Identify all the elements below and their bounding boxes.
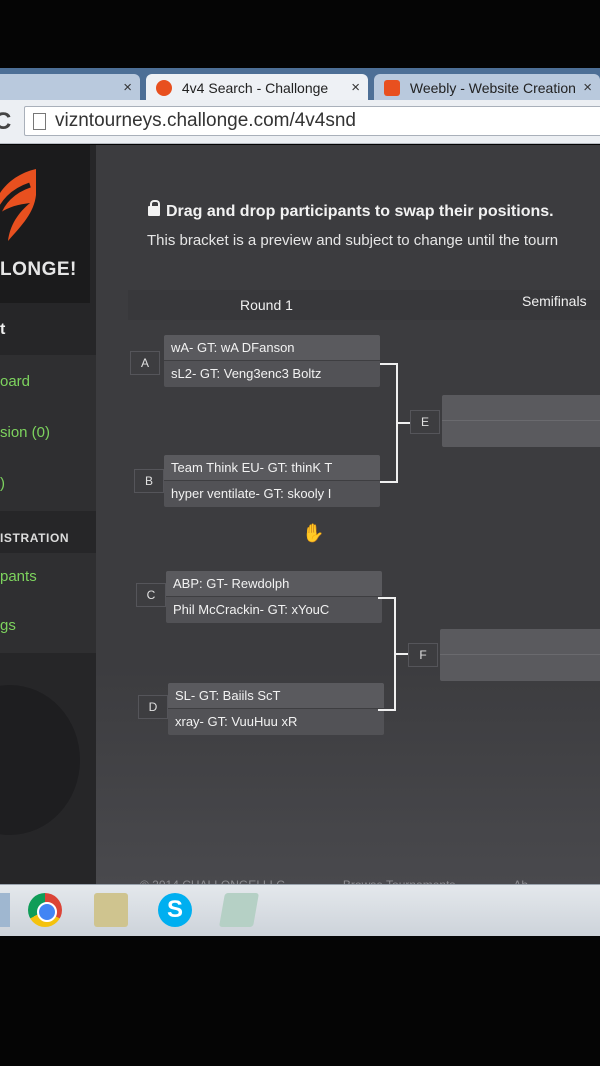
- bracket-connector: [396, 653, 410, 655]
- page-icon: [33, 113, 46, 130]
- sidebar-item-discussion[interactable]: sion (0): [0, 424, 51, 441]
- challonge-favicon-icon: [156, 80, 172, 96]
- participant-slot[interactable]: [440, 655, 600, 681]
- close-tab-icon[interactable]: ×: [123, 79, 132, 96]
- match-f: [440, 629, 600, 681]
- url-text: vizntourneys.challonge.com/4v4snd: [55, 110, 357, 131]
- match-e-label: E: [410, 410, 440, 434]
- match-d-label: D: [138, 695, 168, 719]
- sidebar-item-other[interactable]: ): [0, 475, 5, 492]
- paint-icon[interactable]: [219, 893, 259, 927]
- folder-icon[interactable]: [94, 893, 128, 927]
- sidebar-item-participants[interactable]: pants: [0, 568, 37, 585]
- challonge-flame-icon: [0, 169, 36, 241]
- participant-slot[interactable]: hyper ventilate- GT: skooly I: [164, 481, 380, 507]
- tab-weebly[interactable]: Weebly - Website Creation ×: [374, 74, 600, 102]
- participant-slot[interactable]: Team Think EU- GT: thinK T: [164, 455, 380, 481]
- url-input[interactable]: vizntourneys.challonge.com/4v4snd: [24, 106, 600, 136]
- windows-taskbar: S: [0, 884, 600, 936]
- match-b-label: B: [134, 469, 164, 493]
- reload-icon[interactable]: C: [0, 108, 12, 135]
- bracket-connector: [378, 597, 396, 711]
- semifinals-title: Semifinals: [522, 293, 587, 309]
- sidebar-current-section: t: [0, 321, 6, 338]
- participant-slot[interactable]: SL- GT: Baiils ScT: [168, 683, 384, 709]
- participant-slot[interactable]: sL2- GT: Veng3enc3 Boltz: [164, 361, 380, 387]
- match-c-label: C: [136, 583, 166, 607]
- bracket-connector: [380, 363, 398, 483]
- brand-name: LONGE!: [0, 259, 77, 280]
- participant-slot[interactable]: xray- GT: VuuHuu xR: [168, 709, 384, 735]
- tab-previous[interactable]: ×: [0, 74, 140, 102]
- participant-slot[interactable]: [442, 421, 600, 447]
- browser-tab-strip: × 4v4 Search - Challonge × Weebly - Webs…: [0, 68, 600, 102]
- logo[interactable]: LONGE!: [0, 145, 90, 303]
- taskbar-start-edge[interactable]: [0, 893, 10, 927]
- round-1-title: Round 1: [240, 297, 293, 313]
- match-e: [442, 395, 600, 447]
- chrome-icon[interactable]: [28, 893, 62, 927]
- match-a: wA- GT: wA DFanson sL2- GT: Veng3enc3 Bo…: [164, 335, 380, 387]
- close-tab-icon[interactable]: ×: [351, 79, 360, 96]
- close-tab-icon[interactable]: ×: [583, 79, 592, 96]
- sidebar-item-settings[interactable]: gs: [0, 617, 16, 634]
- match-c: ABP: GT- Rewdolph Phil McCrackin- GT: xY…: [166, 571, 382, 623]
- match-b: Team Think EU- GT: thinK T hyper ventila…: [164, 455, 380, 507]
- sidebar: LONGE! t oard sion (0) ) ISTRATION pants…: [0, 145, 96, 900]
- skype-icon[interactable]: S: [158, 893, 192, 927]
- participant-slot[interactable]: [440, 629, 600, 655]
- hand-cursor-icon: ✋: [302, 523, 325, 543]
- match-a-label: A: [130, 351, 160, 375]
- match-d: SL- GT: Baiils ScT xray- GT: VuuHuu xR: [168, 683, 384, 735]
- participant-slot[interactable]: ABP: GT- Rewdolph: [166, 571, 382, 597]
- round-header-bar: [128, 290, 600, 320]
- challonge-page: LONGE! t oard sion (0) ) ISTRATION pants…: [0, 145, 600, 900]
- sidebar-item-leaderboard[interactable]: oard: [0, 373, 31, 390]
- weebly-favicon-icon: [384, 80, 400, 96]
- tab-challonge[interactable]: 4v4 Search - Challonge ×: [146, 74, 368, 102]
- address-bar-row: C vizntourneys.challonge.com/4v4snd: [0, 100, 600, 144]
- sidebar-heading-administration: ISTRATION: [0, 531, 70, 545]
- match-f-label: F: [408, 643, 438, 667]
- bracket-connector: [398, 422, 410, 424]
- lock-icon: [148, 200, 160, 216]
- tab-label: Weebly - Website Creation: [409, 80, 576, 96]
- notice-subtitle: This bracket is a preview and subject to…: [147, 232, 559, 249]
- participant-slot[interactable]: [442, 395, 600, 421]
- notice-title: Drag and drop participants to swap their…: [166, 203, 554, 220]
- decorative-swirl: [0, 685, 80, 835]
- participant-slot[interactable]: Phil McCrackin- GT: xYouC: [166, 597, 382, 623]
- tab-label: 4v4 Search - Challonge: [181, 80, 329, 96]
- participant-slot[interactable]: wA- GT: wA DFanson: [164, 335, 380, 361]
- drag-drop-notice: Drag and drop participants to swap their…: [148, 200, 554, 221]
